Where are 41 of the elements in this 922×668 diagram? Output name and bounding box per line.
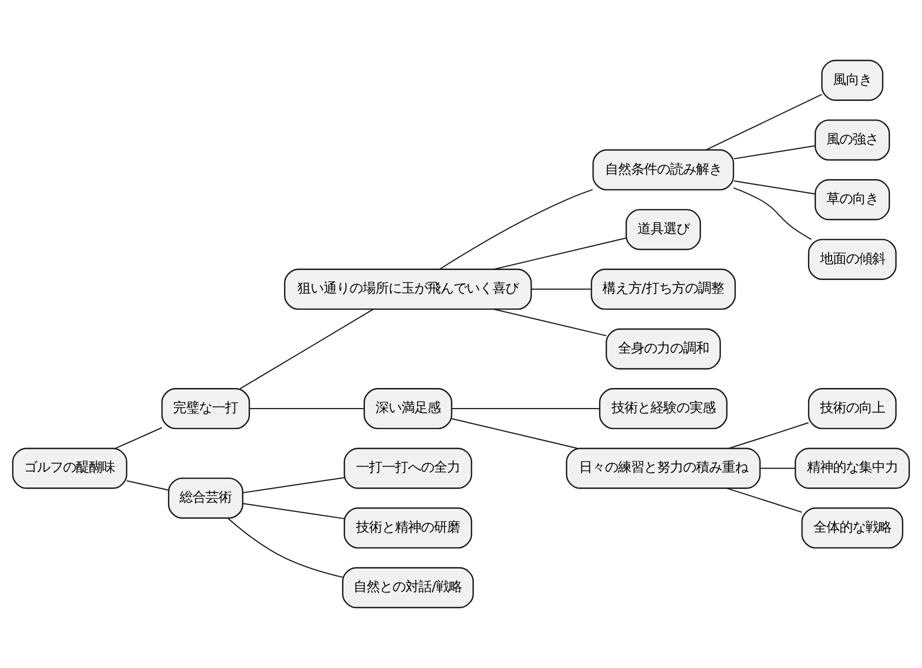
connector — [452, 408, 600, 410]
node-box: 一打一打への全力 — [344, 448, 472, 489]
node-box: 精神的な集中力 — [794, 448, 910, 489]
node-box: 技術の向上 — [808, 388, 897, 430]
node-box: ゴルフの醍醐味 — [12, 448, 128, 489]
node-box: 完璧な一打 — [161, 388, 250, 430]
connector — [242, 503, 344, 520]
node-box: 自然条件の読み解き — [592, 149, 734, 190]
connector — [439, 189, 593, 270]
connector — [250, 408, 364, 410]
node-box: 深い満足感 — [364, 388, 452, 430]
node-box: 技術と経験の実感 — [599, 388, 728, 430]
node-box: 総合芸術 — [168, 478, 244, 519]
connector — [240, 308, 374, 390]
connector — [726, 488, 802, 513]
node-box: 全身の力の調和 — [606, 328, 721, 370]
connector — [452, 418, 578, 449]
connector — [734, 180, 816, 194]
node-box: 風の強さ — [814, 119, 890, 161]
connector — [760, 468, 795, 469]
node-box: 構え方/打ち方の調整 — [590, 268, 736, 310]
node-box: 草の向き — [814, 179, 890, 220]
node-box: 狙い通りの場所に玉が飛んでいく喜び — [284, 268, 532, 310]
node-box: 日々の練習と努力の積み重ね — [566, 448, 761, 489]
connector — [733, 187, 812, 240]
connector — [728, 422, 809, 449]
node-box: 道具選び — [626, 208, 701, 250]
node-box: 風向き — [821, 60, 884, 101]
node-box: 地面の傾斜 — [808, 238, 897, 280]
connector — [532, 288, 592, 290]
node-box: 全体的な戦略 — [801, 507, 904, 549]
connector — [242, 477, 344, 494]
connector — [734, 145, 816, 160]
node-box: 自然との対話/戦略 — [342, 567, 474, 608]
connector — [494, 238, 626, 270]
connector — [706, 94, 822, 150]
connector — [115, 427, 162, 449]
connector — [228, 518, 343, 578]
node-box: 技術と精神の研磨 — [344, 507, 472, 549]
connector — [126, 480, 168, 491]
connector — [494, 308, 606, 336]
